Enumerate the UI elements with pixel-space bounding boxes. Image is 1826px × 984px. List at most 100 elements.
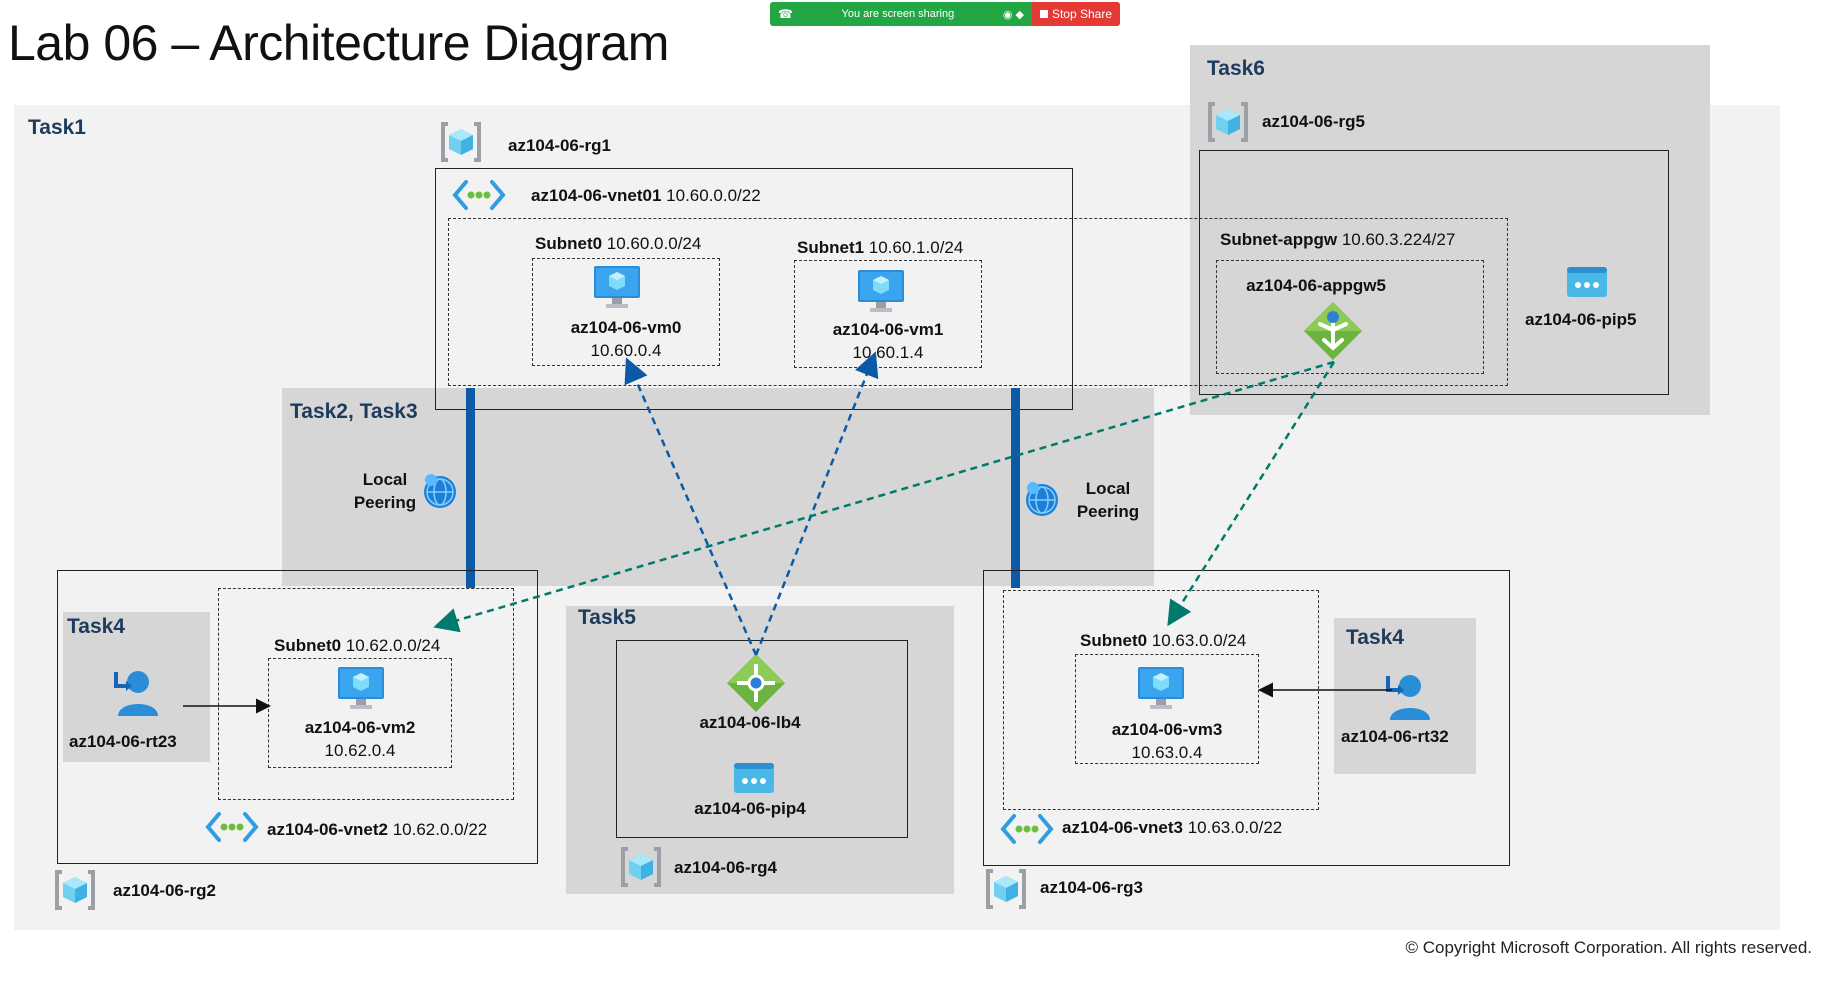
appgw5-name: az104-06-appgw5 bbox=[1246, 276, 1386, 295]
subnet0-rg1-name: Subnet0 bbox=[535, 234, 603, 253]
peering-connector-right bbox=[1011, 388, 1020, 588]
peering-left-line1: Local bbox=[362, 470, 408, 489]
vnet2-address-space bbox=[218, 588, 514, 800]
subnet1-rg1-box bbox=[794, 260, 982, 368]
vnet01-box bbox=[435, 168, 1073, 410]
load-balancer-icon bbox=[725, 652, 787, 719]
stop-share-button[interactable]: Stop Share bbox=[1031, 2, 1120, 26]
subnet0-rg1-cidr: 10.60.0.0/24 bbox=[606, 234, 702, 253]
vnet01-cidr: 10.60.0.0/22 bbox=[666, 186, 761, 205]
pip4-name: az104-06-pip4 bbox=[694, 799, 806, 818]
application-gateway-icon bbox=[1302, 300, 1364, 367]
subnet0-rg2-label: Subnet0 10.62.0.0/24 bbox=[274, 636, 440, 656]
vm-monitor-icon bbox=[1136, 665, 1186, 716]
peering-icon bbox=[420, 470, 460, 515]
peering-icon bbox=[1022, 478, 1062, 523]
peering-left-label: Local Peering bbox=[335, 468, 435, 514]
vm0-ip: 10.60.0.4 bbox=[590, 341, 662, 360]
rg3-name: az104-06-rg3 bbox=[1040, 878, 1144, 897]
lb-to-vm1-arrow bbox=[754, 351, 879, 656]
vm-monitor-icon bbox=[856, 268, 906, 319]
vnet3-label: az104-06-vnet3 10.63.0.0/22 bbox=[1062, 818, 1282, 838]
shield-icon: ◉ ◆ bbox=[1002, 8, 1024, 21]
vm3-name: az104-06-vm3 bbox=[1111, 720, 1223, 739]
share-indicator-icon: ☎ bbox=[778, 7, 793, 21]
task6-zone bbox=[1190, 45, 1710, 415]
vnet3-address-space bbox=[1003, 590, 1319, 810]
rg2-box bbox=[57, 570, 538, 864]
subnet0-rg2-name: Subnet0 bbox=[274, 636, 342, 655]
resource-group-icon bbox=[1205, 100, 1251, 149]
rg2-name: az104-06-rg2 bbox=[113, 881, 217, 900]
task5-label: Task5 bbox=[578, 606, 636, 629]
subnet1-rg1-cidr: 10.60.1.0/24 bbox=[868, 238, 964, 257]
vnet01-name: az104-06-vnet01 bbox=[531, 186, 662, 205]
vm1-name: az104-06-vm1 bbox=[832, 320, 944, 339]
resource-group-icon bbox=[438, 120, 484, 169]
vnet3-name: az104-06-vnet3 bbox=[1062, 818, 1183, 837]
route-table-icon bbox=[1380, 670, 1430, 727]
public-ip-icon bbox=[733, 762, 775, 799]
subnet1-rg1-name: Subnet1 bbox=[797, 238, 865, 257]
peering-right-line2: Peering bbox=[1076, 502, 1140, 521]
task6-label: Task6 bbox=[1207, 57, 1265, 80]
subnet0-rg3-label: Subnet0 10.63.0.0/24 bbox=[1080, 631, 1246, 651]
vnet-icon bbox=[1000, 812, 1054, 851]
screen-share-bar: ☎ You are screen sharing ◉ ◆ Stop Share bbox=[770, 2, 1120, 26]
rg3-box bbox=[983, 570, 1510, 866]
lb-to-vm0-arrow bbox=[624, 357, 758, 656]
vnet3-cidr: 10.63.0.0/22 bbox=[1187, 818, 1283, 837]
vm2-name: az104-06-vm2 bbox=[304, 718, 416, 737]
vnet2-name: az104-06-vnet2 bbox=[267, 820, 388, 839]
subnet-appgw-cidr: 10.60.3.224/27 bbox=[1341, 230, 1456, 249]
subnet1-rg1-label: Subnet1 10.60.1.0/24 bbox=[797, 238, 963, 258]
route-table-icon bbox=[108, 666, 158, 723]
peering-left-line2: Peering bbox=[353, 493, 417, 512]
rg5-name: az104-06-rg5 bbox=[1262, 112, 1366, 131]
pip5-name: az104-06-pip5 bbox=[1525, 310, 1637, 329]
vm2-ip: 10.62.0.4 bbox=[324, 741, 396, 760]
task4-right-zone bbox=[1334, 618, 1476, 774]
vnet01-address-space bbox=[448, 218, 1508, 386]
subnet-appgw-name: Subnet-appgw bbox=[1220, 230, 1338, 249]
lb4-name: az104-06-lb4 bbox=[699, 713, 801, 732]
task1-label: Task1 bbox=[28, 116, 86, 139]
rg5-box bbox=[1199, 150, 1669, 395]
subnet0-rg1-label: Subnet0 10.60.0.0/24 bbox=[535, 234, 701, 254]
task4-left-label: Task4 bbox=[67, 615, 125, 638]
peering-right-line1: Local bbox=[1085, 479, 1131, 498]
vm-monitor-icon bbox=[336, 665, 386, 716]
public-ip-icon bbox=[1566, 266, 1608, 303]
rg4-name: az104-06-rg4 bbox=[674, 858, 778, 877]
task5-zone bbox=[566, 606, 954, 894]
rt23-name: az104-06-rt23 bbox=[69, 732, 177, 751]
vnet-icon bbox=[452, 178, 506, 217]
vnet2-cidr: 10.62.0.0/22 bbox=[392, 820, 488, 839]
rg1-name: az104-06-rg1 bbox=[508, 136, 612, 155]
subnet0-rg2-cidr: 10.62.0.0/24 bbox=[345, 636, 441, 655]
task23-label: Task2, Task3 bbox=[290, 400, 418, 423]
subnet0-rg3-name: Subnet0 bbox=[1080, 631, 1148, 650]
vm-monitor-icon bbox=[592, 264, 642, 315]
vnet-icon bbox=[205, 810, 259, 849]
resource-group-icon bbox=[52, 868, 98, 917]
appgw-box bbox=[1216, 260, 1484, 374]
subnet-appgw-label: Subnet-appgw 10.60.3.224/27 bbox=[1220, 230, 1455, 250]
copyright-notice: © Copyright Microsoft Corporation. All r… bbox=[1405, 938, 1812, 957]
stop-share-label: Stop Share bbox=[1051, 7, 1112, 21]
vnet01-label: az104-06-vnet01 10.60.0.0/22 bbox=[531, 186, 761, 206]
vm3-ip: 10.63.0.4 bbox=[1131, 743, 1203, 762]
vnet2-label: az104-06-vnet2 10.62.0.0/22 bbox=[267, 820, 487, 840]
rt32-name: az104-06-rt32 bbox=[1341, 727, 1449, 746]
resource-group-icon bbox=[618, 845, 664, 894]
vm0-name: az104-06-vm0 bbox=[570, 318, 682, 337]
appgw-to-vm2-arrow bbox=[433, 360, 1335, 633]
task4-right-label: Task4 bbox=[1346, 626, 1404, 649]
resource-group-icon bbox=[983, 867, 1029, 916]
share-message: You are screen sharing bbox=[841, 8, 955, 20]
subnet0-rg3-box bbox=[1075, 654, 1259, 764]
stop-icon bbox=[1039, 10, 1048, 18]
peering-connector-left bbox=[466, 388, 475, 588]
subnet0-rg3-cidr: 10.63.0.0/24 bbox=[1151, 631, 1247, 650]
